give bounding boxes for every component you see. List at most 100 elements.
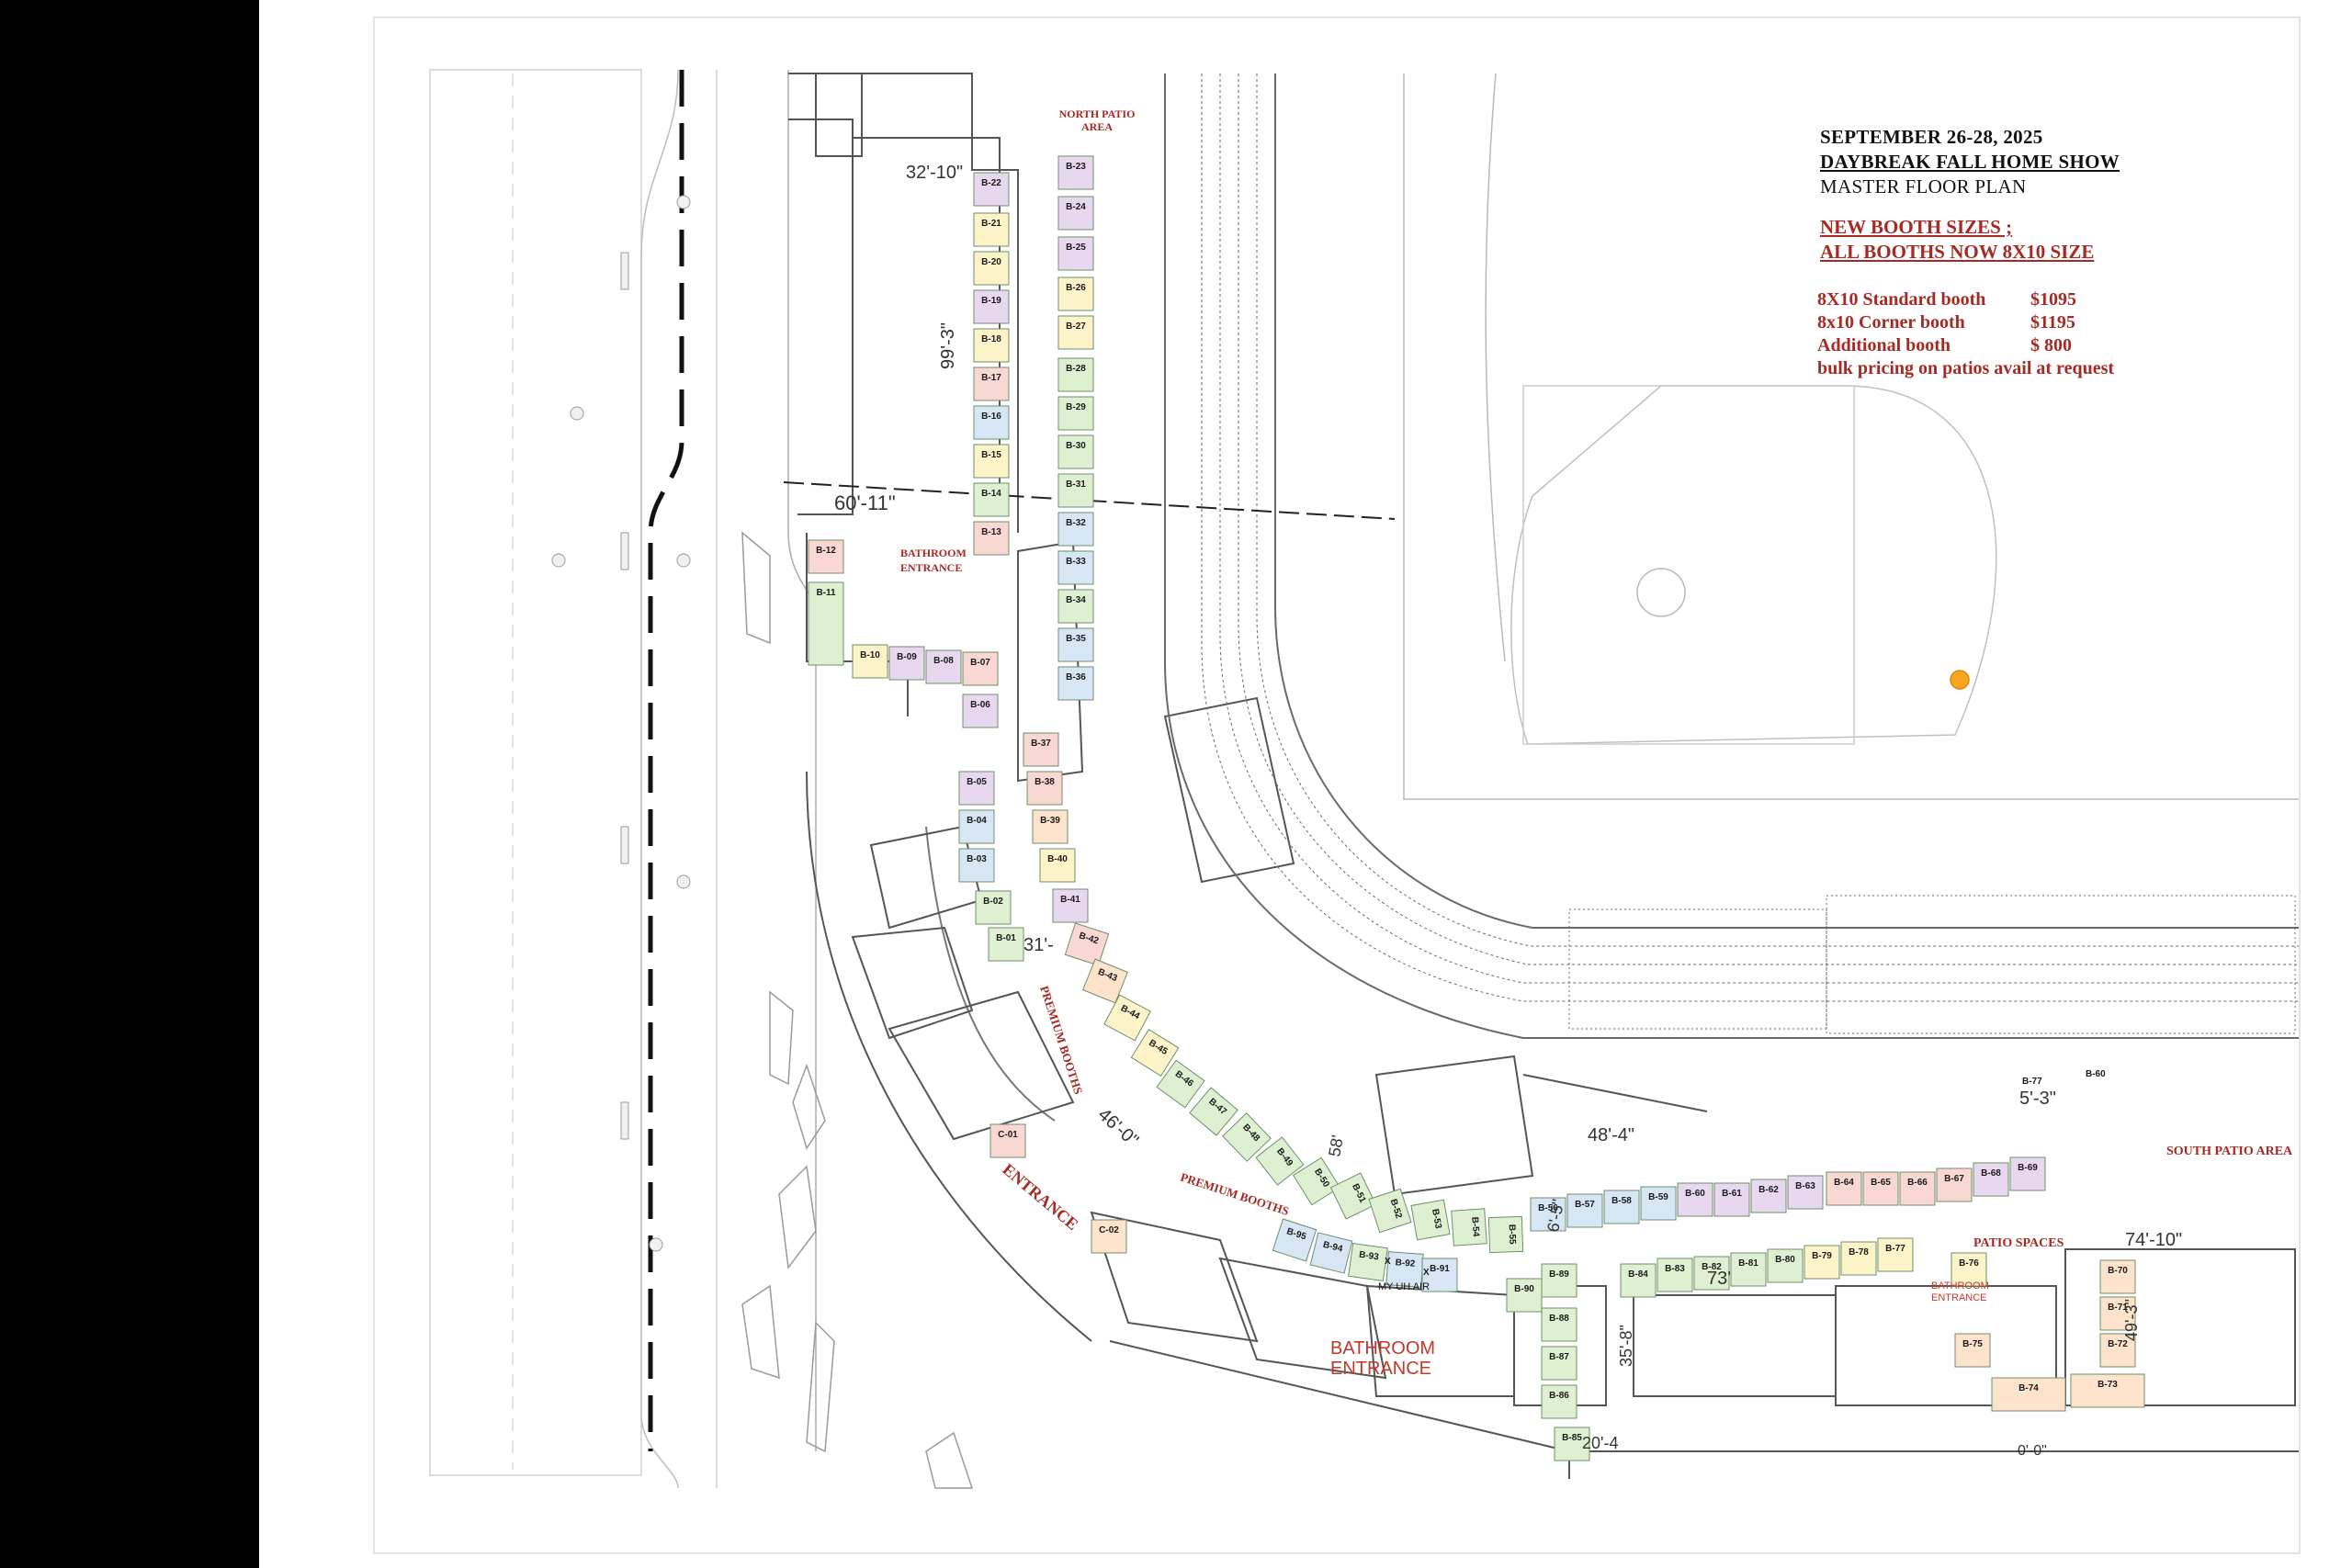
booth-b-69[interactable]: B-69 [2009, 1156, 2046, 1191]
booth-b-72[interactable]: B-72 [2099, 1333, 2136, 1368]
booth-b-19[interactable]: B-19 [973, 289, 1010, 324]
booth-b-56[interactable]: B-56 [1530, 1197, 1566, 1232]
booth-b-73[interactable]: B-73 [2070, 1373, 2145, 1408]
booth-b-53[interactable]: B-53 [1410, 1199, 1451, 1241]
booth-b-85[interactable]: B-85 [1554, 1427, 1590, 1461]
booth-b-43[interactable]: B-43 [1081, 958, 1129, 1004]
booth-b-68[interactable]: B-68 [1973, 1162, 2009, 1197]
booth-b-20[interactable]: B-20 [973, 251, 1010, 286]
booth-b-13[interactable]: B-13 [973, 521, 1010, 556]
booth-b-30[interactable]: B-30 [1057, 434, 1094, 469]
booth-b-66[interactable]: B-66 [1899, 1171, 1936, 1206]
booth-b-58[interactable]: B-58 [1603, 1190, 1640, 1224]
booth-b-65[interactable]: B-65 [1862, 1171, 1899, 1206]
booth-b-34[interactable]: B-34 [1057, 589, 1094, 624]
booth-b-03[interactable]: B-03 [958, 848, 995, 883]
booth-b-31[interactable]: B-31 [1057, 473, 1094, 508]
booth-b-62[interactable]: B-62 [1750, 1179, 1787, 1213]
booth-b-16[interactable]: B-16 [973, 405, 1010, 440]
booth-b-91[interactable]: B-91 [1421, 1258, 1458, 1292]
booth-b-32[interactable]: B-32 [1057, 512, 1094, 547]
booth-b-84[interactable]: B-84 [1620, 1263, 1657, 1298]
booth-b-89[interactable]: B-89 [1541, 1263, 1577, 1298]
booth-b-40[interactable]: B-40 [1039, 848, 1076, 883]
booth-b-46[interactable]: B-46 [1156, 1059, 1205, 1109]
booth-b-10[interactable]: B-10 [852, 644, 888, 679]
booth-b-81[interactable]: B-81 [1730, 1252, 1767, 1287]
booth-b-76[interactable]: B-76 [1951, 1252, 1987, 1287]
booth-b-75[interactable]: B-75 [1954, 1333, 1991, 1368]
booth-b-88[interactable]: B-88 [1541, 1307, 1577, 1342]
booth-b-70[interactable]: B-70 [2099, 1259, 2136, 1294]
booth-b-61[interactable]: B-61 [1713, 1182, 1750, 1217]
booth-b-05[interactable]: B-05 [958, 771, 995, 806]
booth-c-02[interactable]: C-02 [1091, 1219, 1127, 1254]
booth-b-24[interactable]: B-24 [1057, 196, 1094, 231]
booth-b-45[interactable]: B-45 [1130, 1028, 1180, 1077]
booth-b-09[interactable]: B-09 [888, 646, 925, 681]
booth-b-18[interactable]: B-18 [973, 328, 1010, 363]
booth-b-78[interactable]: B-78 [1840, 1241, 1877, 1276]
booth-b-77[interactable]: B-77 [1877, 1237, 1914, 1272]
booth-b-02[interactable]: B-02 [975, 890, 1012, 925]
booth-b-80[interactable]: B-80 [1767, 1248, 1804, 1283]
booth-b-71[interactable]: B-71 [2099, 1296, 2136, 1331]
booth-b-35[interactable]: B-35 [1057, 627, 1094, 662]
booth-b-95[interactable]: B-95 [1272, 1218, 1317, 1262]
booth-b-17[interactable]: B-17 [973, 367, 1010, 401]
booth-b-27[interactable]: B-27 [1057, 315, 1094, 350]
booth-b-33[interactable]: B-33 [1057, 550, 1094, 585]
booth-b-37[interactable]: B-37 [1023, 732, 1059, 767]
booth-b-06[interactable]: B-06 [962, 694, 999, 728]
booth-b-60[interactable]: B-60 [1677, 1182, 1713, 1217]
booth-b-11[interactable]: B-11 [808, 581, 844, 666]
booth-b-51[interactable]: B-51 [1329, 1172, 1377, 1220]
booth-label: B-85 [1562, 1433, 1582, 1443]
booth-label: B-62 [1758, 1185, 1779, 1195]
booth-label: B-18 [981, 334, 1001, 344]
booth-b-83[interactable]: B-83 [1657, 1258, 1693, 1292]
booth-b-64[interactable]: B-64 [1826, 1171, 1862, 1206]
booth-c-01[interactable]: C-01 [989, 1123, 1026, 1158]
booth-b-57[interactable]: B-57 [1566, 1193, 1603, 1228]
booth-b-55[interactable]: B-55 [1487, 1215, 1524, 1254]
booth-b-92[interactable]: B-92 [1385, 1251, 1424, 1288]
booth-b-74[interactable]: B-74 [1991, 1377, 2066, 1412]
booth-b-22[interactable]: B-22 [973, 172, 1010, 207]
booth-b-21[interactable]: B-21 [973, 212, 1010, 247]
booth-b-52[interactable]: B-52 [1368, 1188, 1412, 1234]
booth-b-93[interactable]: B-93 [1348, 1242, 1388, 1282]
booth-b-54[interactable]: B-54 [1451, 1208, 1487, 1247]
booth-b-15[interactable]: B-15 [973, 444, 1010, 479]
booth-b-26[interactable]: B-26 [1057, 276, 1094, 311]
booth-b-82[interactable]: B-82 [1693, 1256, 1730, 1291]
booth-b-47[interactable]: B-47 [1189, 1087, 1238, 1136]
booth-b-44[interactable]: B-44 [1103, 994, 1151, 1042]
booth-b-48[interactable]: B-48 [1222, 1112, 1272, 1162]
booth-b-04[interactable]: B-04 [958, 809, 995, 844]
booth-b-08[interactable]: B-08 [925, 649, 962, 684]
booth-b-39[interactable]: B-39 [1032, 809, 1069, 844]
booth-b-36[interactable]: B-36 [1057, 666, 1094, 701]
booth-b-41[interactable]: B-41 [1052, 888, 1089, 923]
booth-b-59[interactable]: B-59 [1640, 1186, 1677, 1221]
booth-b-38[interactable]: B-38 [1026, 771, 1063, 806]
booth-b-67[interactable]: B-67 [1936, 1168, 1973, 1202]
booth-b-50[interactable]: B-50 [1292, 1156, 1341, 1206]
booth-b-14[interactable]: B-14 [973, 482, 1010, 517]
booth-b-86[interactable]: B-86 [1541, 1384, 1577, 1419]
booth-b-63[interactable]: B-63 [1787, 1175, 1824, 1210]
booth-b-42[interactable]: B-42 [1064, 922, 1110, 966]
booth-b-79[interactable]: B-79 [1804, 1245, 1840, 1280]
booth-b-23[interactable]: B-23 [1057, 155, 1094, 190]
booth-b-28[interactable]: B-28 [1057, 357, 1094, 392]
booth-b-29[interactable]: B-29 [1057, 396, 1094, 431]
booth-b-90[interactable]: B-90 [1506, 1278, 1543, 1313]
booth-b-49[interactable]: B-49 [1255, 1136, 1305, 1186]
booth-b-94[interactable]: B-94 [1309, 1232, 1353, 1274]
booth-b-87[interactable]: B-87 [1541, 1346, 1577, 1381]
booth-b-25[interactable]: B-25 [1057, 236, 1094, 271]
booth-b-01[interactable]: B-01 [988, 927, 1024, 962]
booth-b-12[interactable]: B-12 [808, 539, 844, 574]
booth-b-07[interactable]: B-07 [962, 651, 999, 686]
